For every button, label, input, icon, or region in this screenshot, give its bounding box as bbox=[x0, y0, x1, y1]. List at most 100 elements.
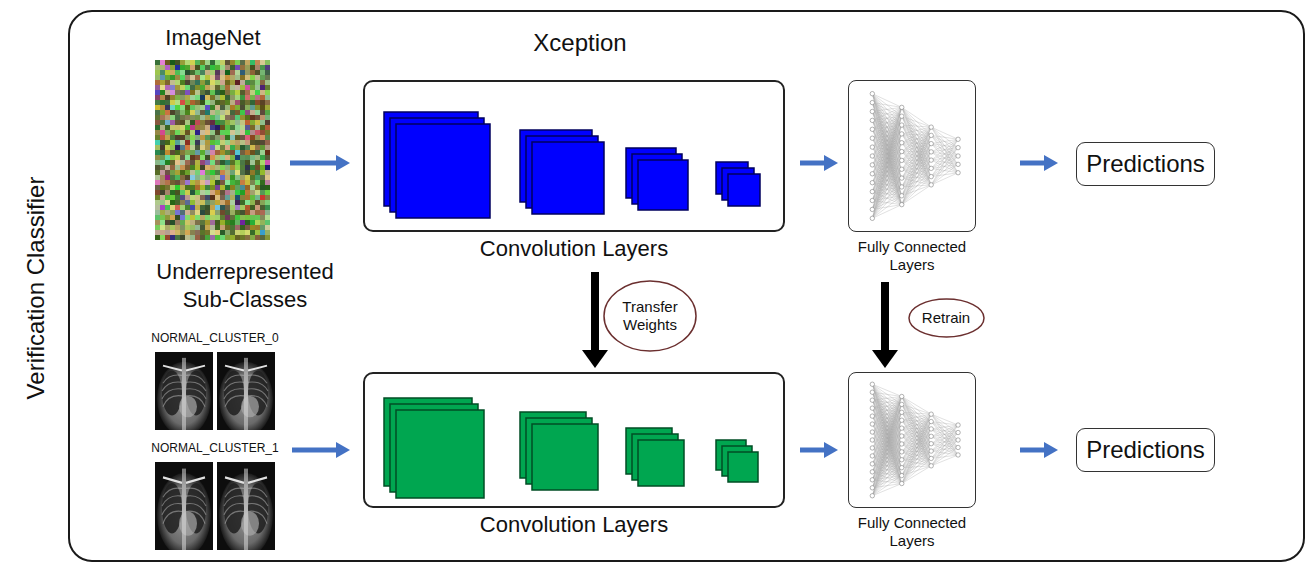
mosaic-cell bbox=[255, 95, 260, 100]
mosaic-cell bbox=[205, 110, 210, 115]
mosaic-cell bbox=[170, 195, 175, 200]
mosaic-cell bbox=[255, 75, 260, 80]
mosaic-cell bbox=[190, 165, 195, 170]
arrow-head bbox=[1044, 155, 1058, 171]
net-neuron bbox=[900, 149, 904, 153]
mosaic-cell bbox=[255, 205, 260, 210]
mosaic-cell bbox=[160, 85, 165, 90]
mosaic-cell bbox=[190, 110, 195, 115]
flow-arrow bbox=[292, 442, 350, 458]
mosaic-cell bbox=[180, 230, 185, 235]
mosaic-cell bbox=[200, 195, 205, 200]
mosaic-cell bbox=[245, 120, 250, 125]
mosaic-cell bbox=[210, 195, 215, 200]
net-neuron bbox=[870, 216, 874, 220]
mosaic-cell bbox=[260, 205, 265, 210]
mosaic-cell bbox=[200, 205, 205, 210]
mosaic-cell bbox=[255, 230, 260, 235]
mosaic-cell bbox=[205, 220, 210, 225]
mosaic-cell bbox=[230, 170, 235, 175]
mosaic-cell bbox=[160, 100, 165, 105]
mosaic-cell bbox=[180, 205, 185, 210]
mosaic-cell bbox=[265, 225, 270, 230]
mosaic-cell bbox=[190, 100, 195, 105]
mosaic-cell bbox=[205, 125, 210, 130]
mosaic-cell bbox=[250, 70, 255, 75]
mosaic-cell bbox=[180, 225, 185, 230]
net-link bbox=[872, 396, 901, 495]
mosaic-cell bbox=[205, 195, 210, 200]
mosaic-cell bbox=[180, 135, 185, 140]
mosaic-cell bbox=[200, 115, 205, 120]
mosaic-cell bbox=[245, 80, 250, 85]
net-link bbox=[872, 428, 901, 496]
net-neuron bbox=[870, 454, 874, 458]
net-neuron bbox=[929, 464, 933, 468]
mosaic-cell bbox=[190, 230, 195, 235]
mosaic-cell bbox=[230, 180, 235, 185]
mosaic-cell bbox=[205, 60, 210, 65]
mosaic-cell bbox=[195, 205, 200, 210]
mosaic-cell bbox=[185, 225, 190, 230]
mosaic-cell bbox=[220, 195, 225, 200]
mosaic-cell bbox=[195, 140, 200, 145]
net-link bbox=[872, 205, 901, 219]
mosaic-cell bbox=[230, 230, 235, 235]
mosaic-cell bbox=[250, 80, 255, 85]
mosaic-cell bbox=[180, 215, 185, 220]
mosaic-cell bbox=[260, 170, 265, 175]
mosaic-cell bbox=[230, 165, 235, 170]
mosaic-cell bbox=[215, 160, 220, 165]
mosaic-cell bbox=[155, 110, 160, 115]
mosaic-cell bbox=[180, 145, 185, 150]
mosaic-cell bbox=[260, 75, 265, 80]
net-link bbox=[902, 168, 931, 204]
mosaic-cell bbox=[195, 95, 200, 100]
net-link bbox=[931, 455, 958, 466]
mosaic-cell bbox=[245, 70, 250, 75]
net-link bbox=[931, 127, 958, 156]
mosaic-cell bbox=[160, 90, 165, 95]
mosaic-cell bbox=[170, 85, 175, 90]
mosaic-cell bbox=[190, 145, 195, 150]
net-link bbox=[931, 433, 958, 466]
mosaic-cell bbox=[195, 135, 200, 140]
mosaic-cell bbox=[165, 215, 170, 220]
net-link bbox=[872, 169, 901, 218]
conv-box bbox=[363, 372, 785, 508]
mosaic-cell bbox=[240, 85, 245, 90]
mosaic-cell bbox=[220, 210, 225, 215]
neural-net-drawing bbox=[870, 91, 960, 497]
mosaic-cell bbox=[225, 140, 230, 145]
mosaic-cell bbox=[210, 210, 215, 215]
mosaic-cell bbox=[155, 80, 160, 85]
fc-box bbox=[848, 80, 976, 232]
mosaic-cell bbox=[205, 170, 210, 175]
net-link bbox=[902, 144, 931, 205]
mosaic-cell bbox=[265, 230, 270, 235]
mosaic-cell bbox=[225, 105, 230, 110]
arrow-head bbox=[1044, 442, 1058, 458]
predictions-text: Predictions bbox=[1086, 436, 1205, 464]
mosaic-cell bbox=[220, 145, 225, 150]
mosaic-cell bbox=[250, 165, 255, 170]
mosaic-cell bbox=[155, 125, 160, 130]
mosaic-cell bbox=[220, 115, 225, 120]
mosaic-cell bbox=[265, 190, 270, 195]
net-neuron bbox=[956, 154, 960, 158]
mosaic-cell bbox=[255, 60, 260, 65]
mosaic-cell bbox=[155, 160, 160, 165]
mosaic-cell bbox=[240, 190, 245, 195]
mosaic-cell bbox=[260, 185, 265, 190]
mosaic-cell bbox=[165, 165, 170, 170]
mosaic-cell bbox=[265, 120, 270, 125]
mosaic-cell bbox=[220, 135, 225, 140]
mosaic-cell bbox=[210, 65, 215, 70]
mosaic-cell bbox=[255, 140, 260, 145]
net-neuron bbox=[900, 141, 904, 145]
net-neuron bbox=[870, 154, 874, 158]
mosaic-cell bbox=[225, 205, 230, 210]
mosaic-cell bbox=[250, 120, 255, 125]
mosaic-cell bbox=[200, 125, 205, 130]
mosaic-cell bbox=[190, 140, 195, 145]
